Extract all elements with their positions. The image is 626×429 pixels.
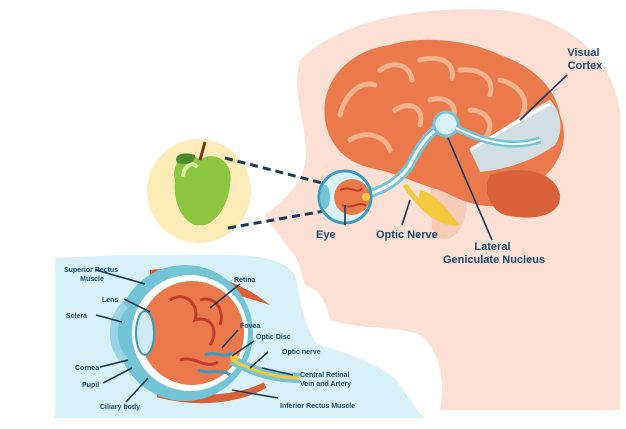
label-visual-cortex: Visual Cortex bbox=[567, 47, 603, 72]
label-optic-nerve-small: Optic nerve bbox=[282, 349, 321, 356]
label-eye: Eye bbox=[316, 229, 336, 241]
label-inferior-rectus: Inferior Rectus Muscle bbox=[280, 403, 355, 410]
label-lens: Lens bbox=[102, 297, 118, 304]
label-cornea: Cornea bbox=[75, 365, 99, 372]
lgn-node bbox=[434, 112, 458, 136]
label-sclera: Sclera bbox=[66, 313, 87, 320]
label-retina: Retina bbox=[234, 277, 256, 284]
lens bbox=[136, 311, 154, 355]
label-fovea: Fovea bbox=[240, 323, 260, 330]
label-optic-disc: Optic Disc bbox=[256, 334, 291, 341]
label-pupil: Pupil bbox=[82, 382, 99, 389]
label-ciliary-body: Ciliary body bbox=[100, 404, 140, 411]
label-optic-nerve: Optic Nerve bbox=[376, 229, 438, 241]
